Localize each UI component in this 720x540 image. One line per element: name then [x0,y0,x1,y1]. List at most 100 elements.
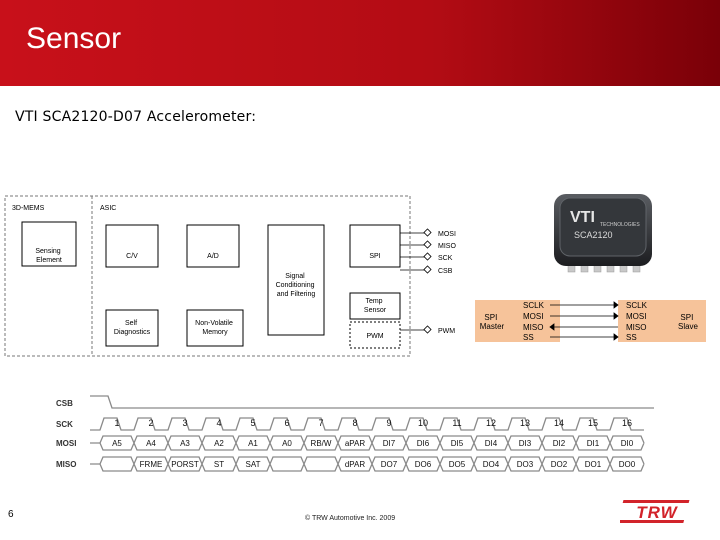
page-number: 6 [8,509,14,520]
mems-label: 3D-MEMS [12,205,45,212]
page-title: Sensor [26,22,122,55]
mosi-bit-10: DI6 [417,439,430,448]
svg-text:Self Diagnostics: Self Diagnostics [114,320,151,336]
temp-sensor-box [349,292,401,320]
sck-number-12: 12 [486,418,496,428]
miso-bit-9: DO7 [381,460,398,469]
row-label-mosi: MOSI [56,439,76,448]
sck-number-6: 6 [284,418,289,428]
slide-subtitle: VTI SCA2120-D07 Accelerometer: [15,109,257,125]
spi-master-sclk: SCLK [523,301,545,310]
svg-text:Non-Volatile Memory: Non-Volatile Memory [195,320,235,336]
sck-number-15: 15 [588,418,598,428]
sck-number-16: 16 [622,418,632,428]
svg-text:Temp Sensor: Temp Sensor [364,298,387,314]
chip-pins [567,261,641,273]
miso-bit-15: DO1 [585,460,602,469]
temp-label-1: Temp [365,298,382,305]
device-outline [4,195,411,357]
spi-master-title-2: Master [480,322,505,331]
sck-number-4: 4 [216,418,221,428]
sck-number-9: 9 [386,418,391,428]
self-diag-label-2: Diagnostics [114,329,151,336]
pin-pwm: PWM [438,328,455,335]
block-diagram: 3D-MEMS ASIC Sensing Element C/V A/D Sig… [4,195,456,357]
mosi-wave [90,435,645,451]
sensing-element-box [21,221,77,267]
spi-connection-diagram: SPI Master SCLK MOSI MISO SS SCLK MOSI M… [475,300,706,342]
ad-box [186,224,240,268]
miso-bit-10: DO6 [415,460,432,469]
copyright-text: © TRW Automotive Inc. 2009 [305,515,396,522]
sck-number-3: 3 [182,418,187,428]
spi-slave-box [618,300,706,342]
pwm-label: PWM [366,333,383,340]
sck-number-5: 5 [250,418,255,428]
mosi-bit-14: DI2 [553,439,566,448]
spi-master-mosi: MOSI [523,312,543,321]
sck-number-13: 13 [520,418,530,428]
spi-slave-miso: MISO [626,323,646,332]
sck-number-14: 14 [554,418,564,428]
spi-label: SPI [369,253,380,260]
mosi-bit-2: A4 [146,439,156,448]
sck-number-10: 10 [418,418,428,428]
row-label-sck: SCK [56,420,73,429]
csb-wave [90,395,654,409]
mosi-bit-12: DI4 [485,439,498,448]
nvm-label-1: Non-Volatile [195,320,233,327]
spi-master-box [475,300,560,342]
svg-text:SPI Master: SPI Master [480,313,505,331]
self-diag-label-1: Self [125,320,137,327]
mosi-bit-3: A3 [180,439,190,448]
pin-markers [423,228,432,334]
sensing-element-label-2: Element [36,257,62,264]
miso-bit-5: SAT [246,460,261,469]
signal-label-2: Conditioning [276,282,315,289]
spi-wires [549,301,619,341]
nvm-box [186,309,244,347]
mosi-bit-13: DI3 [519,439,532,448]
pin-sck: SCK [438,255,453,262]
pwm-box [349,321,401,349]
temp-label-2: Sensor [364,307,387,314]
chip-brand-sub: TECHNOLOGIES [600,222,640,228]
pin-miso: MISO [438,243,456,250]
trw-logo-text: TRW [636,503,678,522]
sck-number-7: 7 [318,418,323,428]
spi-master-ss: SS [523,333,534,342]
mosi-bit-4: A2 [214,439,224,448]
spi-slave-title-1: SPI [680,313,693,322]
sck-number-11: 11 [452,418,461,428]
spi-master-miso: MISO [523,323,543,332]
sck-wave [90,417,644,431]
mosi-bit-6: A0 [282,439,292,448]
signal-conditioning-box [267,224,325,336]
sck-number-8: 8 [352,418,357,428]
signal-label-3: and Filtering [277,291,316,298]
miso-bit-13: DO3 [517,460,534,469]
sck-number-1: 1 [114,418,119,428]
title-bar: Sensor [0,0,720,86]
svg-text:Sensing Element: Sensing Element [35,248,62,264]
nvm-label-2: Memory [202,329,228,336]
mosi-bit-9: DI7 [383,439,396,448]
chip-model: SCA2120 [574,230,613,240]
asic-label: ASIC [100,205,116,212]
svg-text:SPI Slave: SPI Slave [678,313,699,331]
miso-wave [90,456,645,472]
chip-brand: VTI [570,209,595,226]
mosi-bit-1: A5 [112,439,122,448]
pin-mosi: MOSI [438,231,456,238]
miso-bit-8: dPAR [345,460,366,469]
miso-bit-4: ST [214,460,224,469]
svg-text:Signal Conditioning an: Signal Conditioning and Filtering [276,273,317,298]
signal-label-1: Signal [285,273,305,280]
sck-number-2: 2 [148,418,153,428]
spi-box [349,224,401,268]
row-label-csb: CSB [56,399,73,408]
